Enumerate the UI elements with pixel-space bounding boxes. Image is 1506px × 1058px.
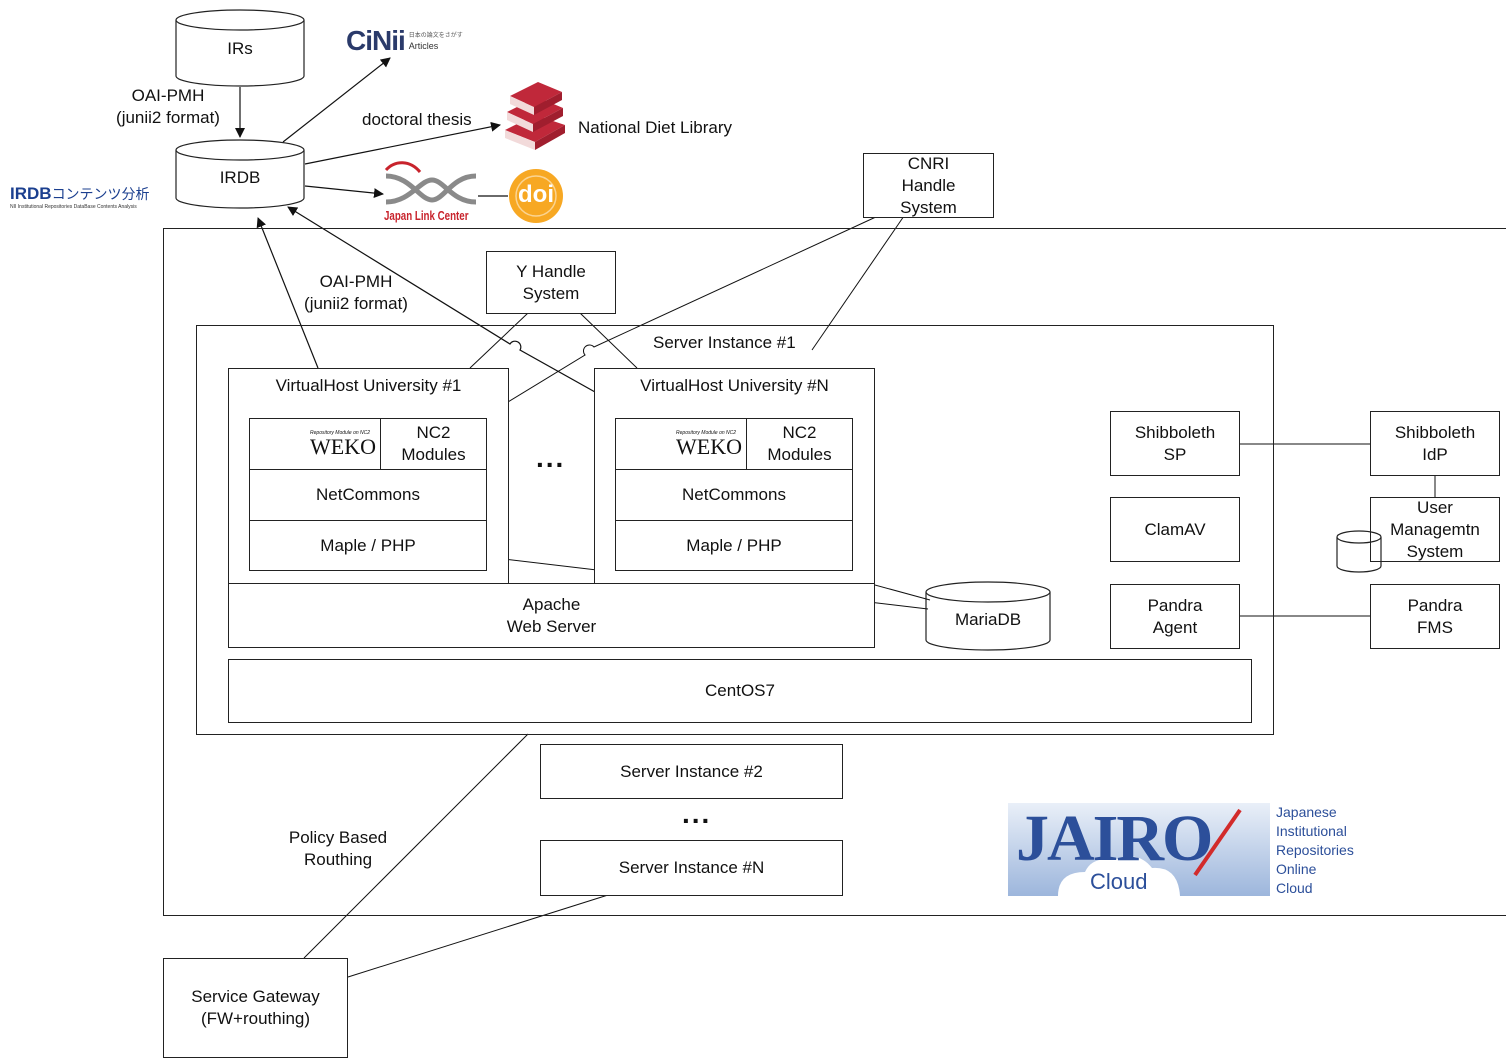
- cinii-logo-sub: Articles: [408, 41, 439, 51]
- doi-logo-text: doi: [518, 181, 554, 208]
- apache-web-server: Apache Web Server: [228, 583, 875, 648]
- server-ellipsis: ...: [682, 798, 712, 829]
- cinii-logo: CiNii 日本の論文をさがす Articles: [346, 25, 463, 57]
- irs-label: IRs: [227, 39, 253, 58]
- mariadb-database: [925, 581, 1051, 651]
- arrow-irdb-to-cinii: [282, 57, 391, 143]
- cinii-logo-sub-jp: 日本の論文をさがす: [408, 33, 463, 39]
- jlc-logo-graphic: [384, 161, 477, 205]
- jairo-logo-text: JAIRO: [1016, 802, 1213, 875]
- jairo-line-1: Japanese: [1276, 804, 1337, 820]
- nc2-modules-n: NC2 Modules: [746, 418, 853, 470]
- pandra-agent: Pandra Agent: [1110, 584, 1240, 649]
- policy-routing-label: Policy Based Routhing: [288, 828, 388, 869]
- jairo-line-2: Institutional: [1276, 823, 1347, 839]
- line-vhost1-to-yhandle: [469, 312, 529, 369]
- mariadb-label: MariaDB: [954, 610, 1022, 629]
- weko-module-1: Repository Module on NC2 WEKO: [249, 418, 381, 470]
- weko-sub-n: Repository Module on NC2: [676, 430, 737, 436]
- irs-database: [175, 9, 305, 87]
- server-instance-2: Server Instance #2: [540, 744, 843, 799]
- cinii-logo-text: CiNii: [346, 25, 406, 56]
- centos7: CentOS7: [228, 659, 1252, 723]
- arrow-vhost1-to-irdb: [256, 217, 319, 369]
- service-gateway: Service Gateway (FW+routhing): [163, 958, 348, 1058]
- jairo-expansion: Japanese Institutional Repositories Onli…: [1276, 803, 1354, 898]
- jairo-logo-graphic: [1008, 803, 1270, 896]
- arrow-irdb-to-jlc: [304, 185, 384, 199]
- irdb-label: IRDB: [219, 168, 261, 187]
- vhost-ellipsis: ...: [536, 442, 566, 473]
- weko-module-n: Repository Module on NC2 WEKO: [615, 418, 747, 470]
- irdb-logo-text: IRDB: [10, 184, 52, 203]
- nc2-modules-1: NC2 Modules: [380, 418, 487, 470]
- doctoral-thesis-label: doctoral thesis: [362, 110, 472, 129]
- y-handle-system: Y Handle System: [486, 251, 616, 314]
- netcommons-n: NetCommons: [615, 469, 853, 521]
- weko-sub-1: Repository Module on NC2: [310, 430, 371, 436]
- server-instance-n: Server Instance #N: [540, 840, 843, 896]
- irdb-logo-jp: コンテンツ分析: [51, 186, 150, 202]
- maple-php-1: Maple / PHP: [249, 520, 487, 571]
- jairo-cloud-text: Cloud: [1090, 869, 1148, 894]
- user-management-system: User Managemtn System: [1370, 497, 1500, 562]
- shibboleth-idp: Shibboleth IdP: [1370, 411, 1500, 476]
- clamav: ClamAV: [1110, 497, 1240, 562]
- oai-pmh-label-top: OAI-PMH (junii2 format): [116, 86, 220, 127]
- oai-pmh-label-mid: OAI-PMH (junii2 format): [304, 272, 408, 313]
- jairo-line-4: Online: [1276, 861, 1317, 877]
- cnri-handle-system: CNRI Handle System: [863, 153, 994, 218]
- irdb-logo-sub: NII Institutional Repositories DataBase …: [10, 204, 137, 210]
- books-icon: [505, 82, 565, 150]
- line-gateway-to-instance1: [303, 733, 529, 959]
- doi-logo-graphic: [509, 169, 563, 223]
- national-diet-library-label: National Diet Library: [578, 118, 733, 137]
- weko-text-n: WEKO: [676, 434, 742, 459]
- vhost-university-1-label: VirtualHost University #1: [275, 376, 462, 395]
- pandra-fms: Pandra FMS: [1370, 584, 1500, 649]
- jairo-line-3: Repositories: [1276, 842, 1354, 858]
- irdb-database: [175, 139, 305, 209]
- irdb-logo: IRDBコンテンツ分析 NII Institutional Repositori…: [10, 184, 170, 210]
- line-server-to-cnri: [811, 215, 905, 351]
- vhost-university-n-label: VirtualHost University #N: [640, 376, 829, 395]
- arrow-irdb-to-ndl: [304, 121, 501, 165]
- weko-text-1: WEKO: [310, 434, 376, 459]
- jairo-cloud-frame: [163, 228, 1506, 916]
- line-vhost1-to-cnri: [507, 215, 879, 403]
- netcommons-1: NetCommons: [249, 469, 487, 521]
- arrow-vhostn-to-irdb: [287, 206, 596, 393]
- server-instance-1-label: Server Instance #1: [650, 332, 799, 354]
- maple-php-n: Maple / PHP: [615, 520, 853, 571]
- shibboleth-sp: Shibboleth SP: [1110, 411, 1240, 476]
- server-instance-1-frame: [196, 325, 1274, 735]
- jlc-logo-text: Japan Link Center: [384, 208, 469, 223]
- line-gateway-to-instancen: [347, 894, 609, 978]
- jairo-line-5: Cloud: [1276, 880, 1313, 896]
